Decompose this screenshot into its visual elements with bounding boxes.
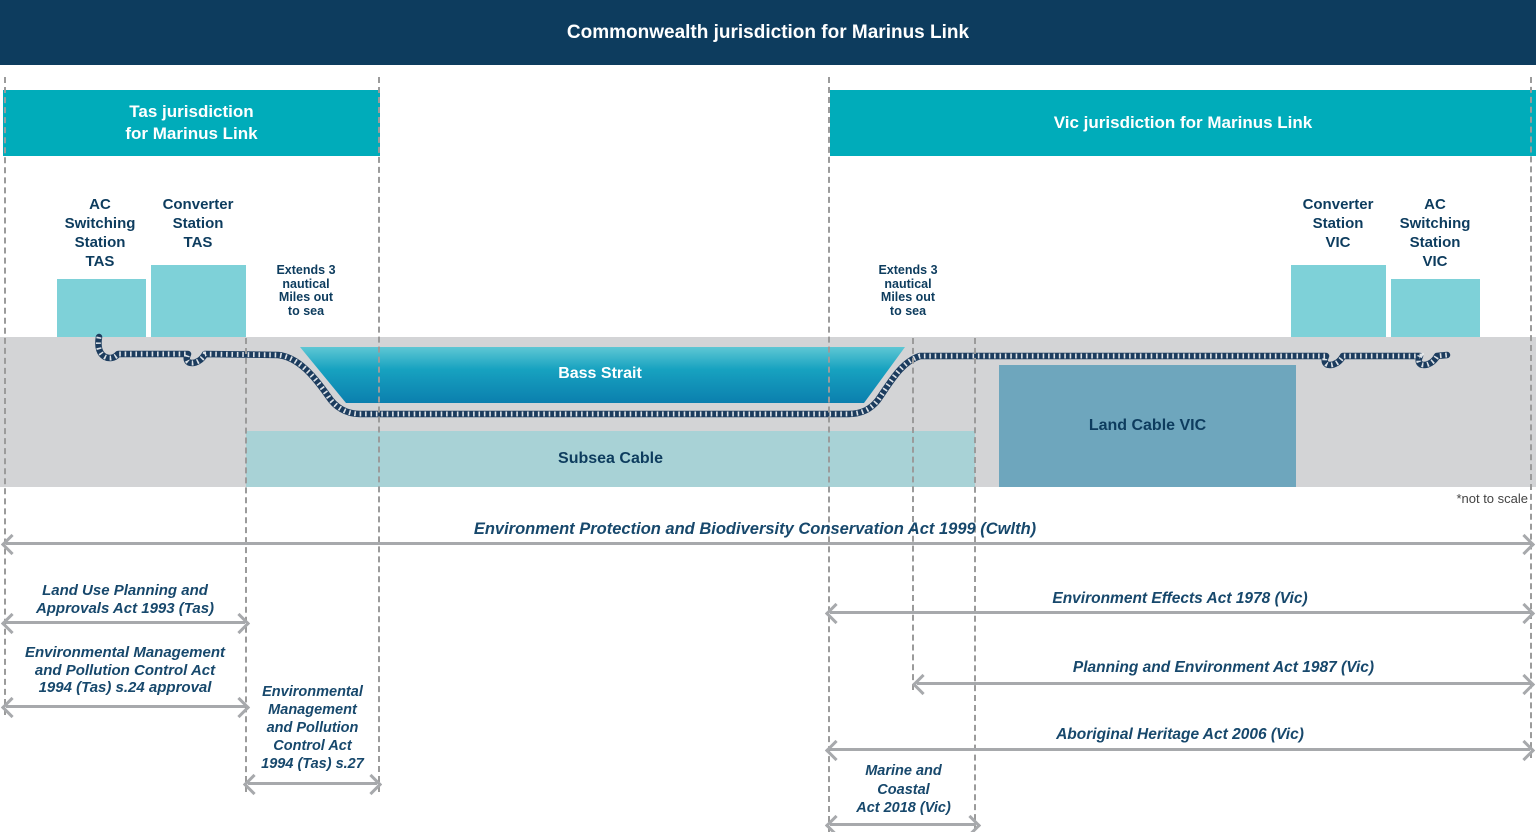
boundary-dash-tas-coast xyxy=(245,338,247,792)
boundary-dash-tas-left xyxy=(4,77,6,715)
boundary-dash-vic-3nm xyxy=(828,77,830,832)
act-label-empca-s27: Environmental Management and Pollution C… xyxy=(261,684,364,772)
commonwealth-jurisdiction-banner: Commonwealth jurisdiction for Marinus Li… xyxy=(0,0,1536,65)
act-label-planning-environment: Planning and Environment Act 1987 (Vic) xyxy=(1072,659,1375,676)
act-label-empca-s24: Environmental Management and Pollution C… xyxy=(24,644,226,697)
aboriginal-heritage-extent-arrow xyxy=(824,739,1536,762)
act-label-aboriginal-heritage: Aboriginal Heritage Act 2006 (Vic) xyxy=(1056,726,1304,743)
ac-switching-station-vic-box xyxy=(1391,279,1480,337)
bass-strait-label: Bass Strait xyxy=(558,365,642,382)
converter-station-tas-label: Converter Station TAS xyxy=(162,196,234,251)
act-label-marine-coastal: Marine and Coastal Act 2018 (Vic) xyxy=(856,763,951,817)
converter-station-vic-box xyxy=(1291,265,1386,337)
land-cable-vic-label: Land Cable VIC xyxy=(1088,417,1207,434)
extends-3nm-vic-label: Extends 3 nautical Miles out to sea xyxy=(878,263,938,318)
land-cable-vic-zone: Land Cable VIC xyxy=(999,365,1296,487)
converter-station-vic-label: Converter Station VIC xyxy=(1302,196,1374,251)
boundary-dash-tas-3nm xyxy=(378,77,380,792)
extends-3nm-tas-label: Extends 3 nautical Miles out to sea xyxy=(276,263,336,318)
subsea-cable-zone: Subsea Cable xyxy=(246,431,975,487)
act-label-environment-effects: Environment Effects Act 1978 (Vic) xyxy=(1052,590,1308,607)
planning-extent-arrow xyxy=(911,673,1536,696)
tas-jurisdiction-banner: Tas jurisdiction for Marinus Link xyxy=(3,90,380,156)
boundary-dash-vic-right xyxy=(1530,77,1532,758)
epbc-extent-arrow xyxy=(0,533,1536,556)
empca-s24-extent-arrow xyxy=(0,696,251,719)
subsea-cable-label: Subsea Cable xyxy=(558,450,663,467)
land-use-extent-arrow xyxy=(0,612,251,635)
vic-jurisdiction-banner: Vic jurisdiction for Marinus Link xyxy=(830,90,1536,156)
converter-station-tas-box xyxy=(151,265,246,337)
ac-switching-station-vic-label: AC Switching Station VIC xyxy=(1399,196,1471,270)
bass-strait-water: Bass Strait xyxy=(300,347,905,403)
ac-switching-station-tas-label: AC Switching Station TAS xyxy=(64,196,136,270)
empca-s27-extent-arrow xyxy=(242,773,383,796)
act-label-land-use-planning: Land Use Planning and Approvals Act 1993… xyxy=(35,582,215,617)
boundary-dash-vic-mid xyxy=(912,338,914,690)
ac-switching-station-tas-box xyxy=(57,279,146,337)
act-label-epbc: Environment Protection and Biodiversity … xyxy=(473,520,1037,538)
marine-coastal-extent-arrow xyxy=(824,814,982,832)
not-to-scale-note: *not to scale xyxy=(1456,491,1528,506)
env-effects-extent-arrow xyxy=(824,602,1536,625)
boundary-dash-vic-coast xyxy=(974,338,976,830)
